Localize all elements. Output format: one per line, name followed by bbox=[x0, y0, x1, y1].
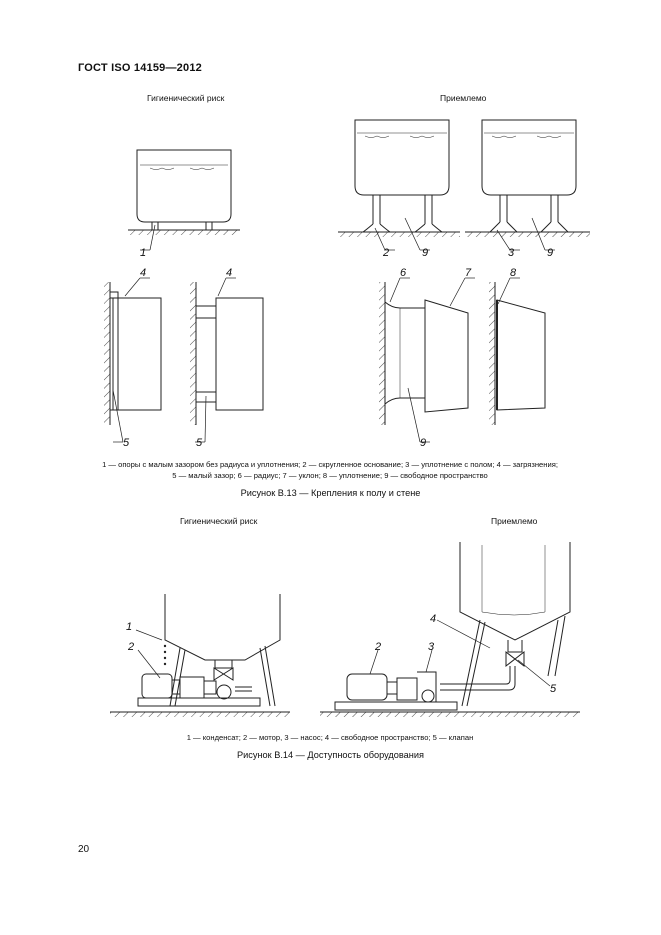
document-header: ГОСТ ISO 14159—2012 bbox=[78, 62, 202, 74]
fig13-tank-floor-seal bbox=[465, 119, 590, 237]
fig14-callout-2a: 2 bbox=[127, 641, 134, 653]
fig14-callout-1: 1 bbox=[126, 621, 132, 633]
fig14-callout-4: 4 bbox=[430, 613, 436, 625]
page-number: 20 bbox=[78, 844, 90, 855]
fig13-callout-9b: 9 bbox=[547, 247, 553, 259]
fig13-wall-fixing-seal bbox=[489, 282, 546, 425]
fig14-legend: 1 — конденсат; 2 — мотор, 3 — насос; 4 —… bbox=[186, 733, 474, 742]
fig13-wall-fixing-radius bbox=[379, 282, 469, 425]
fig13-callout-7: 7 bbox=[465, 267, 472, 279]
fig13-tank-risk bbox=[128, 149, 240, 235]
fig13-callout-4a: 4 bbox=[140, 267, 146, 279]
fig13-callout-4b: 4 bbox=[226, 267, 232, 279]
fig13-callout-9a: 9 bbox=[422, 247, 428, 259]
fig13-callout-3: 3 bbox=[508, 247, 515, 259]
fig13-callout-5b: 5 bbox=[196, 437, 203, 449]
fig14-label-hygienic-risk: Гигиенический риск bbox=[180, 516, 258, 526]
fig14-callout-5: 5 bbox=[550, 683, 557, 695]
fig13-callout-2: 2 bbox=[382, 247, 389, 259]
fig13-callout-8: 8 bbox=[510, 267, 517, 279]
fig14-tank-acceptable bbox=[320, 542, 580, 717]
fig13-legend-line2: 5 — малый зазор; 6 — радиус; 7 — уклон; … bbox=[172, 471, 488, 480]
fig14-callout-2b: 2 bbox=[374, 641, 381, 653]
fig13-label-acceptable: Приемлемо bbox=[440, 93, 487, 103]
fig13-caption: Рисунок В.13 — Крепления к полу и стене bbox=[240, 488, 421, 498]
fig13-wall-fixing-2 bbox=[190, 282, 264, 425]
fig14-callout-3: 3 bbox=[428, 641, 435, 653]
fig13-callout-5a: 5 bbox=[123, 437, 130, 449]
fig13-tank-rounded-base bbox=[338, 119, 460, 237]
fig14-label-acceptable: Приемлемо bbox=[491, 516, 538, 526]
fig13-callout-6: 6 bbox=[400, 267, 407, 279]
fig13-legend-line1: 1 — опоры с малым зазором без радиуса и … bbox=[102, 460, 558, 469]
fig13-label-hygienic-risk: Гигиенический риск bbox=[147, 93, 225, 103]
fig14-caption: Рисунок В.14 — Доступность оборудования bbox=[237, 750, 424, 760]
fig13-callout-1: 1 bbox=[140, 247, 146, 259]
fig14-hopper-risk bbox=[110, 594, 290, 717]
fig13-wall-fixing-1 bbox=[104, 282, 162, 425]
fig13-callout-9c: 9 bbox=[420, 437, 426, 449]
